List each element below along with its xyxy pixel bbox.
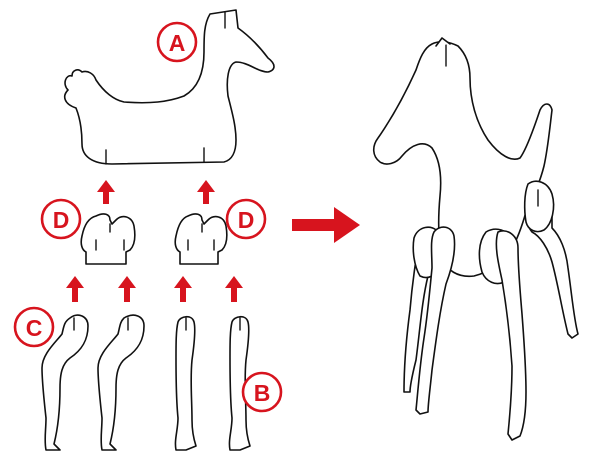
part-a-body-piece bbox=[63, 9, 275, 165]
arrow-up-icon bbox=[225, 276, 243, 302]
label-c-text: C bbox=[26, 315, 43, 341]
assembled-figure bbox=[372, 37, 579, 441]
part-d-left-piece bbox=[80, 213, 136, 265]
arrow-right-icon bbox=[292, 207, 360, 243]
label-d-left-text: D bbox=[53, 207, 70, 233]
label-badge-d-right: D bbox=[225, 198, 267, 240]
label-b-text: B bbox=[254, 380, 271, 406]
part-b-leg-2 bbox=[228, 315, 251, 451]
part-d-right-piece bbox=[174, 213, 228, 265]
part-c-leg-1 bbox=[41, 314, 89, 451]
arrow-up-icon bbox=[97, 180, 115, 204]
part-b-leg-1 bbox=[174, 315, 197, 451]
label-badge-d-left: D bbox=[40, 198, 82, 240]
arrow-up-icon bbox=[174, 276, 192, 302]
arrow-up-icon bbox=[118, 276, 136, 302]
label-badge-c: C bbox=[13, 306, 55, 348]
label-badge-a: A bbox=[156, 21, 198, 63]
arrow-up-icon bbox=[197, 180, 215, 204]
arrow-up-icon bbox=[66, 276, 84, 302]
label-d-right-text: D bbox=[238, 207, 255, 233]
part-c-leg-2 bbox=[97, 314, 145, 451]
label-badge-b: B bbox=[241, 371, 283, 413]
label-a-text: A bbox=[169, 30, 186, 56]
